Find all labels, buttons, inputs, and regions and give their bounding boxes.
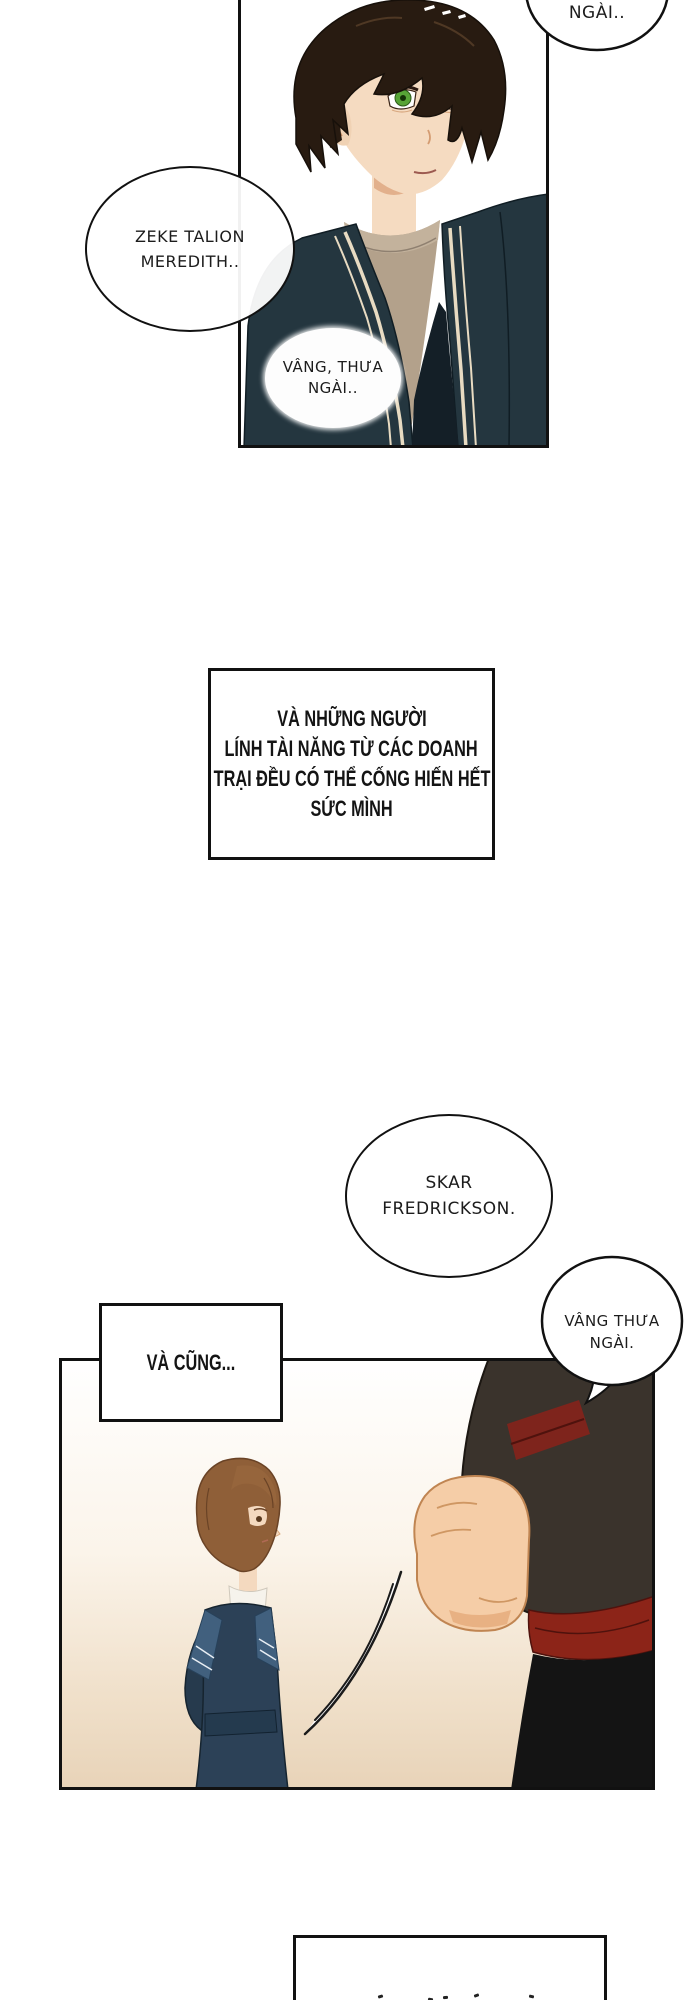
- boy-waist-sash: [204, 1709, 278, 1737]
- bottom-panel-border: [59, 1358, 655, 1790]
- boy-eyebrow: [253, 1507, 268, 1512]
- nose: [427, 129, 431, 145]
- sleeve-red-stripe: [507, 1400, 590, 1460]
- speech-bubble-vang-bottom-shape: [540, 1255, 684, 1406]
- hair-glint: [442, 10, 451, 15]
- boy-eye: [256, 1516, 262, 1522]
- red-cuff: [527, 1595, 655, 1661]
- hair-glint: [458, 14, 466, 19]
- boy-mouth: [261, 1539, 269, 1543]
- fist: [413, 1474, 531, 1632]
- boy-brown-hair: [195, 1457, 281, 1573]
- fist-creases: [430, 1501, 518, 1603]
- hair-glint: [424, 5, 435, 11]
- mouth: [413, 169, 437, 175]
- speech-bubble-ngai-top-shape: [525, 0, 669, 52]
- thumb-fold: [449, 1610, 511, 1628]
- black-pants: [511, 1650, 655, 1790]
- dark-hair: [293, 0, 507, 173]
- boy-character: [184, 1457, 289, 1790]
- motion-swoosh: [303, 1570, 403, 1736]
- bottom-caption-box-cutoff: [293, 1935, 607, 2000]
- speech-bubble-zeke: ZEKE TALION MEREDITH..: [85, 166, 295, 332]
- bottom-panel-artwork: [59, 1358, 655, 1790]
- lapel-stripe-right-outer: [448, 227, 468, 448]
- speech-bubble-ngai-top: NGÀI..: [568, 3, 626, 23]
- speech-bubble-skar: SKAR FREDRICKSON.: [345, 1114, 553, 1278]
- narration-box: VÀ NHỮNG NGƯỜI LÍNH TÀI NĂNG TỪ CÁC DOAN…: [208, 668, 495, 860]
- lapel-stripe-right-inner: [459, 225, 477, 448]
- sailor-collar-back: [186, 1609, 223, 1681]
- speech-bubble-vang-bottom: VÂNG THƯA NGÀI.: [564, 1312, 660, 1352]
- sailor-collar-front: [254, 1607, 280, 1671]
- speech-bubble-vang-top: VÂNG, THƯA NGÀI..: [265, 328, 401, 428]
- va-cung-box: VÀ CŨNG...: [99, 1303, 283, 1422]
- giant-arm-and-fist: [413, 1358, 655, 1790]
